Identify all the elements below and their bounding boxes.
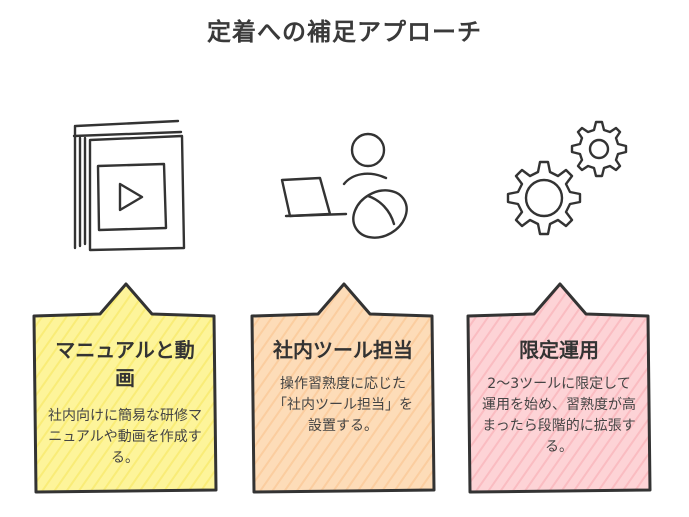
video-book-icon (66, 114, 196, 254)
card-body: 社内向けに簡易な研修マニュアルや動画を作成する。 (48, 408, 202, 466)
card-heading: 限定運用 (519, 338, 599, 362)
gears-icon (488, 118, 638, 258)
card-tool-owner: 社内ツール担当 操作習熟度に応じた「社内ツール担当」を設置する。 (248, 282, 438, 494)
card-heading: 社内ツール担当 (273, 338, 413, 362)
card-body: 操作習熟度に応じた「社内ツール担当」を設置する。 (273, 376, 413, 434)
card-manual-video: マニュアルと動画 社内向けに簡易な研修マニュアルや動画を作成する。 (30, 282, 220, 494)
person-laptop-icon (276, 128, 416, 248)
card-heading: マニュアルと動画 (55, 338, 195, 390)
diagram-title: 定着への補足アプローチ (207, 18, 482, 46)
card-body: 2〜3ツールに限定して運用を始め、習熟度が高まったら段階的に拡張する。 (482, 376, 636, 455)
card-limited-operation: 限定運用 2〜3ツールに限定して運用を始め、習熟度が高まったら段階的に拡張する。 (464, 282, 654, 494)
